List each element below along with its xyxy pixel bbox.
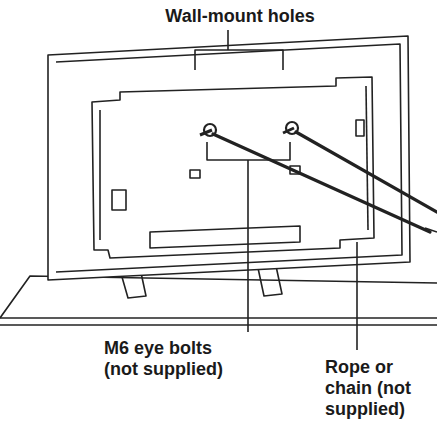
- callout-label: Wall-mount holes: [140, 6, 340, 27]
- callout-label: M6 eye bolts (not supplied): [104, 338, 249, 380]
- callout-label: Rope or chain (not supplied): [325, 357, 425, 420]
